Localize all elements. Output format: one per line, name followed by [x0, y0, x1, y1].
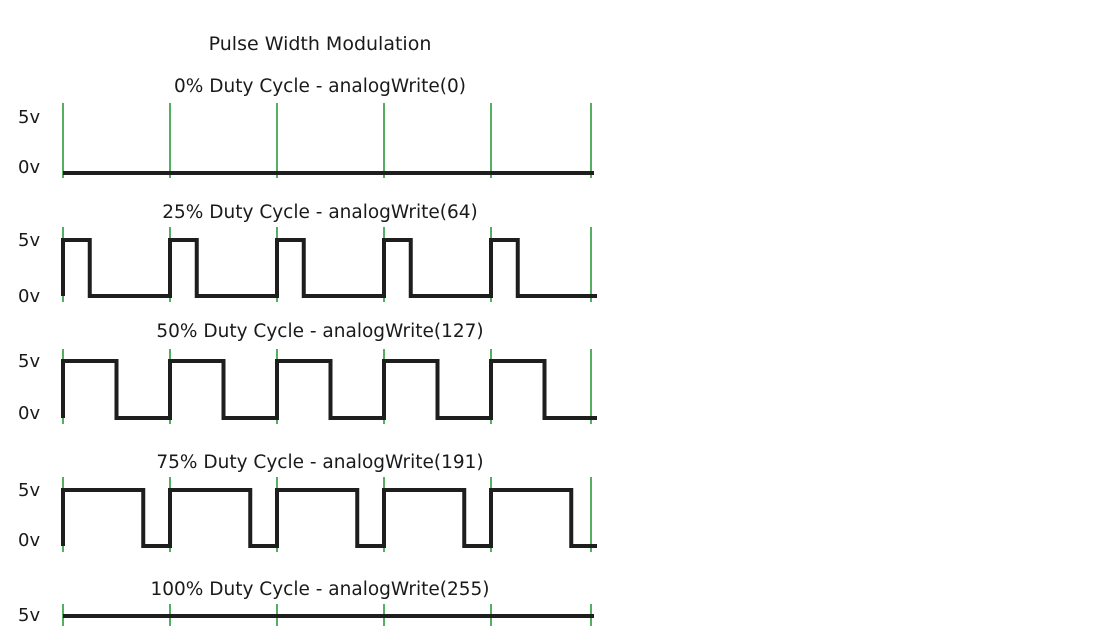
- pwm-signal-line: [61, 488, 597, 548]
- high-voltage-label: 5v: [18, 230, 41, 251]
- high-voltage-label: 5v: [18, 480, 41, 501]
- low-voltage-label: 0v: [18, 286, 41, 307]
- waveform: [62, 604, 594, 626]
- waveform: [61, 349, 597, 424]
- panel-title: 50% Duty Cycle - analogWrite(127): [156, 321, 484, 342]
- panel-title: 0% Duty Cycle - analogWrite(0): [174, 76, 466, 97]
- low-voltage-label: 0v: [18, 157, 41, 178]
- high-voltage-label: 5v: [18, 351, 41, 372]
- panel-title: 25% Duty Cycle - analogWrite(64): [162, 202, 478, 223]
- waveform: [61, 227, 597, 302]
- pwm-signal-line: [61, 359, 597, 420]
- low-voltage-label: 0v: [18, 530, 41, 551]
- low-voltage-label: 0v: [18, 403, 41, 424]
- panel-title: 100% Duty Cycle - analogWrite(255): [150, 579, 490, 600]
- diagram-title: Pulse Width Modulation: [208, 33, 432, 55]
- waveform: [61, 477, 597, 552]
- panel-title: 75% Duty Cycle - analogWrite(191): [156, 452, 484, 473]
- high-voltage-label: 5v: [18, 605, 41, 626]
- waveform: [62, 103, 594, 178]
- high-voltage-label: 5v: [18, 107, 41, 128]
- pwm-signal-line: [61, 238, 597, 298]
